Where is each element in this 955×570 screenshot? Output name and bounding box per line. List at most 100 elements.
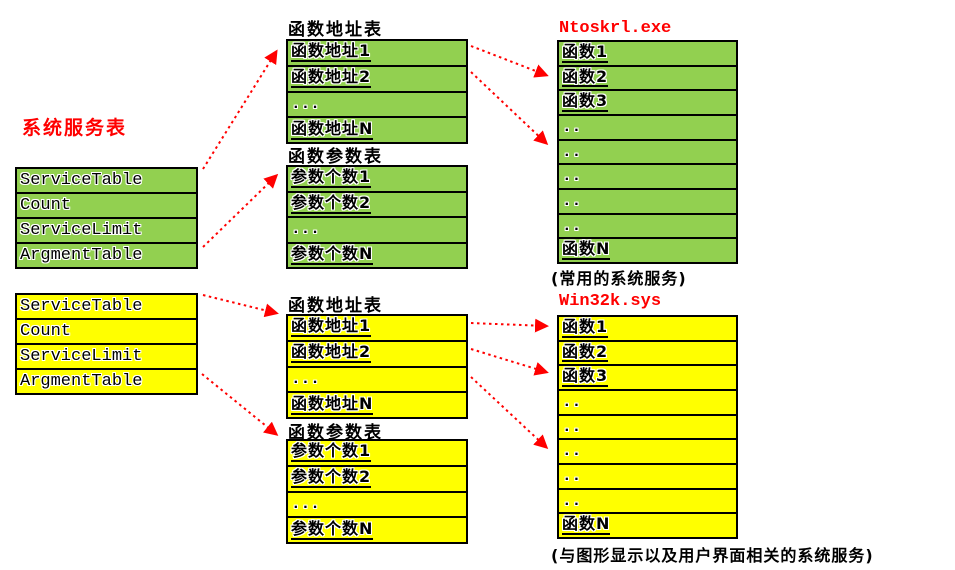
- table-row: 参数个数N: [288, 518, 466, 542]
- cell-text: ArgmentTable: [20, 371, 143, 391]
- arrow-green-argmenttable-to-paramtable: [202, 173, 279, 248]
- table-row: 函数3: [559, 366, 736, 392]
- table-row: 函数2: [559, 342, 736, 367]
- cell-text: ServiceLimit: [20, 220, 143, 240]
- win32k-table: 函数1 函数2 函数3 .. .. .. .. .. 函数N: [557, 315, 738, 539]
- arrow-green-addr1-to-ntoskrl-fn2: [470, 45, 549, 78]
- table-row: 函数地址N: [288, 118, 466, 142]
- table-row: 函数N: [559, 514, 736, 537]
- cell-text: 函数2: [562, 66, 609, 88]
- cell-text: 函数地址N: [291, 393, 374, 415]
- cell-text: 函数地址2: [291, 342, 372, 364]
- green-param-table-title: 函数参数表: [288, 147, 383, 167]
- table-row: ArgmentTable: [17, 370, 196, 393]
- cell-text: ServiceLimit: [20, 346, 143, 366]
- win32k-caption: (与图形显示以及用户界面相关的系统服务): [551, 546, 874, 565]
- table-row: ServiceLimit: [17, 345, 196, 370]
- ntoskrl-caption: (常用的系统服务): [551, 269, 687, 288]
- ntoskrl-title: Ntoskrl.exe: [559, 19, 672, 38]
- cell-text: 函数地址1: [291, 41, 372, 63]
- green-addr-table-title: 函数地址表: [288, 20, 383, 40]
- table-row: ..: [559, 165, 736, 191]
- cell-text: 函数N: [562, 239, 611, 261]
- system-service-table-label: 系统服务表: [22, 117, 128, 139]
- table-row: ..: [559, 440, 736, 466]
- yellow-param-table: 参数个数1 参数个数2 ... 参数个数N: [286, 439, 468, 544]
- arrow-yellow-servicetable-to-addrtable: [202, 294, 279, 318]
- yellow-addr-table: 函数地址1 函数地址2 ... 函数地址N: [286, 314, 468, 419]
- cell-text: ..: [562, 167, 582, 186]
- arrow-yellow-addr1-to-win32k-fn1: [470, 318, 549, 333]
- cell-text: ...: [291, 94, 320, 113]
- cell-text: Count: [20, 195, 72, 215]
- cell-text: 参数个数2: [291, 192, 372, 214]
- cell-text: 参数个数1: [291, 167, 372, 189]
- table-row: ArgmentTable: [17, 244, 196, 267]
- table-row: ..: [559, 116, 736, 141]
- cell-text: 函数N: [562, 514, 611, 536]
- table-row: ...: [288, 93, 466, 119]
- table-row: 函数地址N: [288, 393, 466, 417]
- table-row: 函数1: [559, 317, 736, 342]
- table-row: 参数个数2: [288, 192, 466, 218]
- green-param-table: 参数个数1 参数个数2 ... 参数个数N: [286, 165, 468, 269]
- cell-text: ...: [291, 369, 320, 388]
- table-row: ServiceTable: [17, 295, 196, 320]
- table-row: 函数1: [559, 42, 736, 67]
- cell-text: 函数1: [562, 317, 609, 338]
- arrow-yellow-addr2-to-win32k-fn3: [470, 348, 549, 376]
- cell-text: ..: [562, 191, 582, 210]
- table-row: ..: [559, 490, 736, 515]
- table-row: ...: [288, 368, 466, 394]
- cell-text: ...: [291, 220, 320, 239]
- green-addr-table: 函数地址1 函数地址2 ... 函数地址N: [286, 39, 468, 144]
- cell-text: 函数3: [562, 366, 609, 388]
- table-row: 函数2: [559, 67, 736, 92]
- cell-text: ..: [562, 417, 582, 436]
- cell-text: 参数个数N: [291, 518, 374, 540]
- cell-text: 参数个数2: [291, 467, 372, 489]
- table-row: ServiceLimit: [17, 219, 196, 244]
- cell-text: ..: [562, 491, 582, 510]
- cell-text: 函数1: [562, 42, 609, 63]
- cell-text: ServiceTable: [20, 170, 143, 190]
- yellow-param-table-title: 函数参数表: [288, 423, 383, 443]
- table-row: ...: [288, 218, 466, 244]
- win32k-title: Win32k.sys: [559, 292, 662, 311]
- cell-text: 参数个数1: [291, 441, 372, 463]
- cell-text: ..: [562, 442, 582, 461]
- table-row: 函数地址1: [288, 316, 466, 342]
- yellow-sst-table: ServiceTable Count ServiceLimit ArgmentT…: [15, 293, 198, 395]
- arrow-green-addr2-to-ntoskrl-row5: [470, 71, 549, 146]
- cell-text: 参数个数N: [291, 243, 374, 265]
- table-row: ..: [559, 465, 736, 490]
- table-row: 函数地址2: [288, 67, 466, 93]
- cell-text: ArgmentTable: [20, 245, 143, 265]
- cell-text: ..: [562, 142, 582, 161]
- table-row: Count: [17, 194, 196, 219]
- arrow-yellow-dots-to-win32k-row6: [470, 376, 549, 450]
- table-row: 参数个数1: [288, 167, 466, 193]
- cell-text: 函数2: [562, 341, 609, 363]
- cell-text: 函数地址2: [291, 67, 372, 89]
- table-row: ...: [288, 493, 466, 519]
- arrow-green-servicetable-to-addrtable: [202, 49, 278, 170]
- table-row: 参数个数1: [288, 441, 466, 467]
- yellow-addr-table-title: 函数地址表: [288, 296, 383, 316]
- table-row: 函数3: [559, 91, 736, 117]
- cell-text: 函数地址N: [291, 118, 374, 140]
- cell-text: ..: [562, 466, 582, 485]
- cell-text: ..: [562, 392, 582, 411]
- table-row: Count: [17, 320, 196, 345]
- cell-text: ServiceTable: [20, 296, 143, 316]
- table-row: ServiceTable: [17, 169, 196, 194]
- table-row: 函数地址1: [288, 41, 466, 67]
- table-row: ..: [559, 141, 736, 166]
- table-row: ..: [559, 416, 736, 441]
- arrow-yellow-argmenttable-to-paramtable: [201, 373, 279, 436]
- table-row: 参数个数N: [288, 244, 466, 268]
- ntoskrl-table: 函数1 函数2 函数3 .. .. .. .. .. 函数N: [557, 40, 738, 264]
- table-row: ..: [559, 215, 736, 240]
